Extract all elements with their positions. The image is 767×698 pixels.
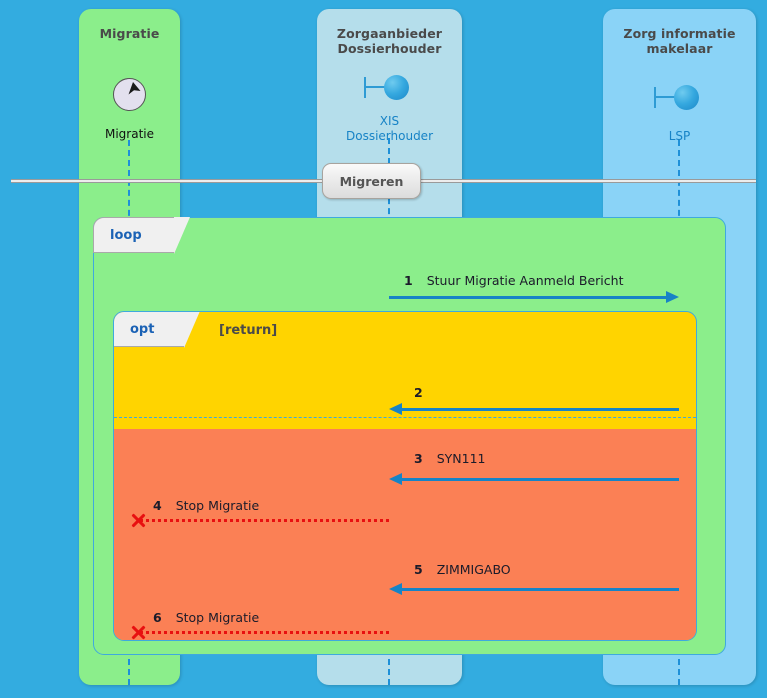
message-5-number: 5 [414,562,423,577]
message-2-number: 2 [414,385,423,400]
lifeline-title-xis-line2: Dossierhouder [337,41,442,56]
message-4-destroy-x-icon [130,512,146,528]
start-marker-migreren[interactable]: Migreren [322,163,421,199]
message-6-number: 6 [153,610,162,625]
message-6-label: 6 Stop Migratie [153,610,259,625]
fragment-opt-guard: [return] [219,323,278,338]
fragment-opt-operand-separator [114,417,696,418]
lifeline-title-lsp-line2: makelaar [646,41,713,56]
message-3-text: SYN111 [436,451,486,466]
message-1-arrowhead [666,291,679,303]
fragment-loop-tab: loop [93,217,191,255]
fragment-opt-operator: opt [130,321,155,337]
message-2-label: 2 [414,385,437,400]
message-1-text: Stuur Migratie Aanmeld Bericht [426,273,624,288]
message-2-arrow[interactable] [402,408,679,411]
message-6-text: Stop Migratie [175,610,260,625]
lifeline-title-xis-line1: Zorgaanbieder [336,26,443,41]
lifeline-name-xis-line2: Dossierhouder [345,129,433,143]
message-5-text: ZIMMIGABO [436,562,511,577]
message-1-number: 1 [404,273,413,288]
lifeline-title-migratie: Migratie [99,26,160,41]
lifeline-name-lsp: LSP [668,129,691,143]
message-3-arrowhead [389,473,402,485]
message-2-arrowhead [389,403,402,415]
actor-circle-arrow-icon [113,78,146,111]
fragment-opt[interactable]: opt [return] [113,311,697,641]
message-5-arrow[interactable] [402,588,679,591]
message-4-number: 4 [153,498,162,513]
fragment-opt-tab: opt [114,312,201,349]
message-4-text: Stop Migratie [175,498,260,513]
ball-and-socket-icon [654,85,706,113]
message-3-label: 3 SYN111 [414,451,485,466]
message-6-destroy-x-icon [130,624,146,640]
message-1-arrow[interactable] [389,296,667,299]
message-5-label: 5 ZIMMIGABO [414,562,511,577]
fragment-opt-operand-region [114,429,696,640]
lifeline-name-migratie: Migratie [104,127,154,141]
message-6-arrow[interactable] [140,631,389,634]
lifeline-name-xis-line1: XIS [379,114,400,128]
fragment-loop-operator: loop [110,227,142,243]
message-3-arrow[interactable] [402,478,679,481]
message-4-label: 4 Stop Migratie [153,498,259,513]
lifeline-title-lsp-line1: Zorg informatie [623,26,736,41]
message-4-arrow[interactable] [140,519,389,522]
ball-and-socket-icon [364,75,416,103]
message-1-label: 1 Stuur Migratie Aanmeld Bericht [404,273,623,288]
message-3-number: 3 [414,451,423,466]
message-5-arrowhead [389,583,402,595]
